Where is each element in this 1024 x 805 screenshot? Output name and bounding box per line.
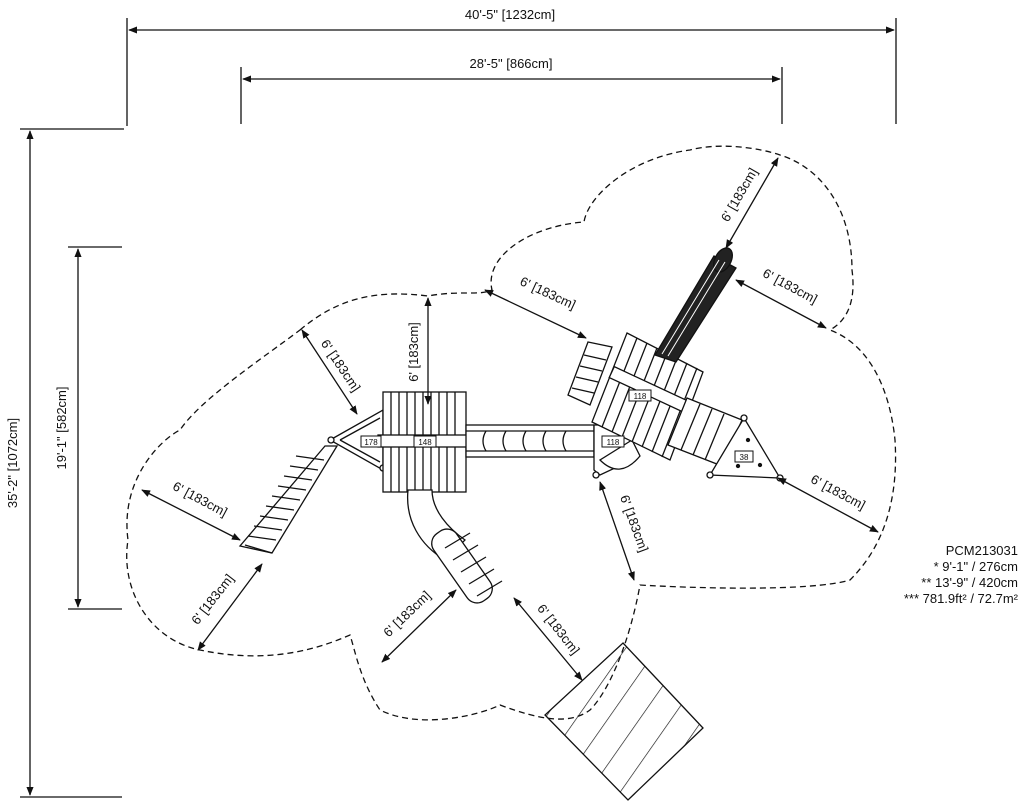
hatched-surface-area	[544, 642, 704, 801]
right-triangle-deck	[706, 414, 784, 482]
clearance-label-5: 6' [183cm]	[760, 265, 820, 306]
svg-text:178: 178	[364, 438, 378, 447]
clearance-label-10: 6' [183cm]	[380, 588, 433, 640]
svg-text:38: 38	[740, 453, 749, 462]
clearance-label-11: 6' [183cm]	[534, 601, 583, 657]
info-line-3: *** 781.9ft² / 72.7m²	[903, 591, 1018, 606]
crawl-tunnel	[465, 424, 595, 458]
platform-tag-148: 148	[413, 435, 437, 448]
clearance-arrows	[141, 157, 879, 681]
platform-tag-118-upper: 118	[628, 389, 652, 402]
spiral-tube-slide	[654, 247, 737, 363]
info-line-1: * 9'-1" / 276cm	[933, 559, 1018, 574]
svg-text:148: 148	[418, 438, 432, 447]
clearance-label-9: 6' [183cm]	[188, 571, 237, 627]
tube-slide	[406, 489, 503, 604]
total-width-label: 40'-5" [1232cm]	[465, 7, 555, 22]
left-ladder	[238, 445, 339, 554]
use-zone-boundary	[126, 145, 897, 721]
platform-tag-178: 178	[360, 435, 382, 448]
inner-width-label: 28'-5" [866cm]	[470, 56, 553, 71]
info-line-2: ** 13'-9" / 420cm	[921, 575, 1018, 590]
overall-dimensions	[20, 18, 897, 798]
product-info: PCM213031 * 9'-1" / 276cm ** 13'-9" / 42…	[904, 543, 1018, 607]
clearance-label-8: 6' [183cm]	[170, 478, 230, 519]
clearance-label-3: 6' [183cm]	[518, 274, 578, 313]
clearance-label-2: 6' [183cm]	[406, 322, 421, 382]
play-structure	[238, 247, 784, 604]
clearance-label-4: 6' [183cm]	[718, 165, 761, 224]
svg-text:118: 118	[634, 392, 647, 401]
left-triangle-deck	[327, 408, 387, 472]
inner-height-label: 19'-1" [582cm]	[54, 387, 69, 470]
upper-climber	[567, 341, 613, 406]
total-height-label: 35'-2" [1072cm]	[5, 418, 20, 508]
model-number: PCM213031	[945, 543, 1018, 558]
svg-text:118: 118	[607, 438, 620, 447]
clearance-label-6: 6' [183cm]	[808, 471, 868, 512]
platform-tag-38: 38	[734, 450, 754, 463]
platform-tag-118-lower: 118	[601, 435, 625, 448]
